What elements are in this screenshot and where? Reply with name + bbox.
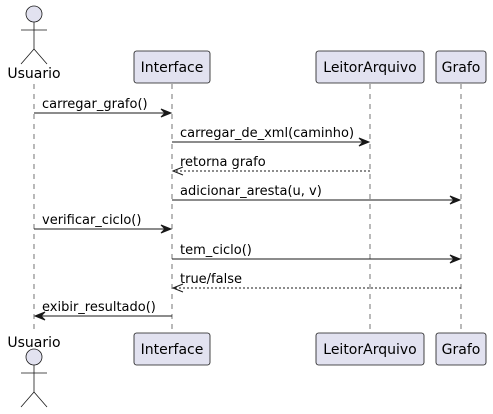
message-5: verificar_ciclo() xyxy=(34,213,173,234)
actor-usuario-bottom: Usuario xyxy=(7,335,61,408)
participant-label: Grafo xyxy=(442,342,481,358)
actor-head xyxy=(25,5,43,23)
participant-leitor-top: LeitorArquivo xyxy=(315,50,425,84)
participant-box xyxy=(435,50,487,84)
filled-arrowhead-icon xyxy=(33,311,46,321)
message-8: exibir_resultado() xyxy=(33,300,172,321)
message-6: tem_ciclo() xyxy=(172,243,462,264)
message-4: adicionar_aresta(u, v) xyxy=(172,184,462,205)
filled-arrowhead-icon xyxy=(160,108,173,118)
participant-box xyxy=(435,332,487,366)
message-label: tem_ciclo() xyxy=(180,243,252,258)
filled-arrowhead-icon xyxy=(449,254,462,264)
participant-grafo-top: Grafo xyxy=(435,50,487,84)
participant-box xyxy=(133,332,211,366)
message-label: exibir_resultado() xyxy=(42,300,156,315)
actor-label: Usuario xyxy=(7,335,60,351)
filled-arrowhead-icon xyxy=(160,224,173,234)
message-label: true/false xyxy=(180,272,242,287)
message-7: true/false xyxy=(171,272,461,293)
participant-leitor-bottom: LeitorArquivo xyxy=(315,332,425,366)
participant-label: Interface xyxy=(141,342,204,358)
participant-label: Interface xyxy=(141,60,204,76)
participants-bottom: Usuario Interface LeitorArquivo Grafo xyxy=(7,332,487,408)
participant-box xyxy=(133,50,211,84)
lifelines xyxy=(33,84,462,333)
participants-top: Usuario Interface LeitorArquivo Grafo xyxy=(7,5,487,84)
participant-interface-bottom: Interface xyxy=(133,332,211,366)
actor-leg-left xyxy=(20,48,35,65)
message-1: carregar_grafo() xyxy=(34,97,173,118)
actor-label: Usuario xyxy=(7,66,60,82)
participant-box xyxy=(315,50,425,84)
participant-label: Grafo xyxy=(442,60,481,76)
message-label: verificar_ciclo() xyxy=(42,213,141,228)
participant-grafo-bottom: Grafo xyxy=(435,332,487,366)
message-label: carregar_grafo() xyxy=(42,97,148,112)
open-arrowhead-icon xyxy=(171,283,184,293)
filled-arrowhead-icon xyxy=(358,137,371,147)
message-2: carregar_de_xml(caminho) xyxy=(172,126,371,147)
participant-label: LeitorArquivo xyxy=(323,342,416,358)
message-label: retorna grafo xyxy=(180,155,266,170)
actor-leg-right xyxy=(33,48,48,65)
actor-usuario-top: Usuario xyxy=(7,5,61,82)
message-3: retorna grafo xyxy=(171,155,370,176)
participant-interface-top: Interface xyxy=(133,50,211,84)
actor-leg-right xyxy=(33,391,48,408)
actor-leg-left xyxy=(20,391,35,408)
message-label: carregar_de_xml(caminho) xyxy=(180,126,354,141)
open-arrowhead-icon xyxy=(171,166,184,176)
filled-arrowhead-icon xyxy=(449,195,462,205)
actor-head xyxy=(25,348,43,366)
participant-box xyxy=(315,332,425,366)
participant-label: LeitorArquivo xyxy=(323,60,416,76)
messages: carregar_grafo() carregar_de_xml(caminho)… xyxy=(33,97,462,321)
message-label: adicionar_aresta(u, v) xyxy=(180,184,322,199)
